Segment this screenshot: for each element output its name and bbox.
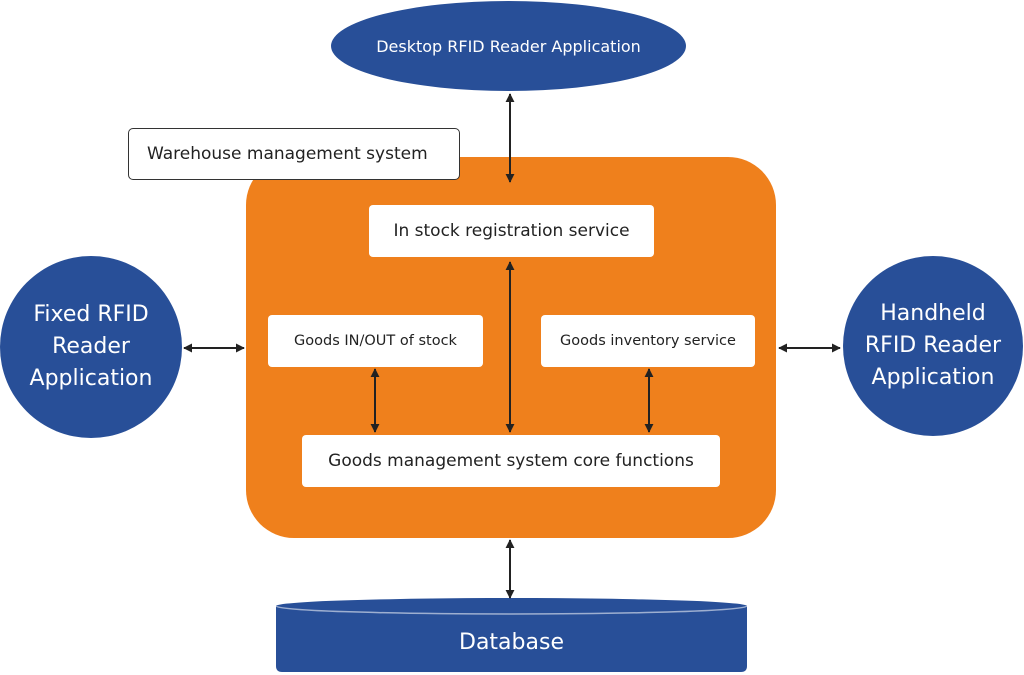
goods-inventory-service-label: Goods inventory service — [560, 333, 736, 349]
in-stock-registration-service-box: In stock registration service — [369, 205, 654, 257]
goods-in-out-label: Goods IN/OUT of stock — [294, 333, 457, 349]
fixed-rfid-reader-app-node: Fixed RFID Reader Application — [0, 256, 182, 438]
desktop-rfid-reader-app-node: Desktop RFID Reader Application — [331, 1, 686, 91]
handheld-app-label-line-2: RFID Reader — [864, 333, 1002, 358]
core-functions-box: Goods management system core functions — [302, 435, 720, 487]
goods-in-out-box: Goods IN/OUT of stock — [268, 315, 483, 367]
goods-inventory-service-box: Goods inventory service — [541, 315, 755, 367]
core-functions-label: Goods management system core functions — [328, 451, 694, 471]
handheld-app-label-line-3: Application — [871, 365, 995, 390]
database-cylinder-shape — [276, 598, 747, 672]
fixed-app-label-line-3: Application — [29, 366, 153, 391]
handheld-app-label-line-1: Handheld — [880, 301, 986, 326]
database-label: Database — [459, 630, 564, 655]
in-stock-registration-service-label: In stock registration service — [393, 221, 630, 241]
database-node: Database — [276, 596, 747, 672]
desktop-rfid-reader-app-label: Desktop RFID Reader Application — [376, 36, 641, 56]
warehouse-management-system-label: Warehouse management system — [128, 128, 460, 180]
handheld-rfid-reader-app-node: Handheld RFID Reader Application — [843, 256, 1023, 436]
warehouse-management-system-label-text: Warehouse management system — [147, 144, 428, 164]
fixed-app-label-line-1: Fixed RFID — [33, 302, 149, 327]
fixed-app-label-line-2: Reader — [52, 334, 130, 359]
